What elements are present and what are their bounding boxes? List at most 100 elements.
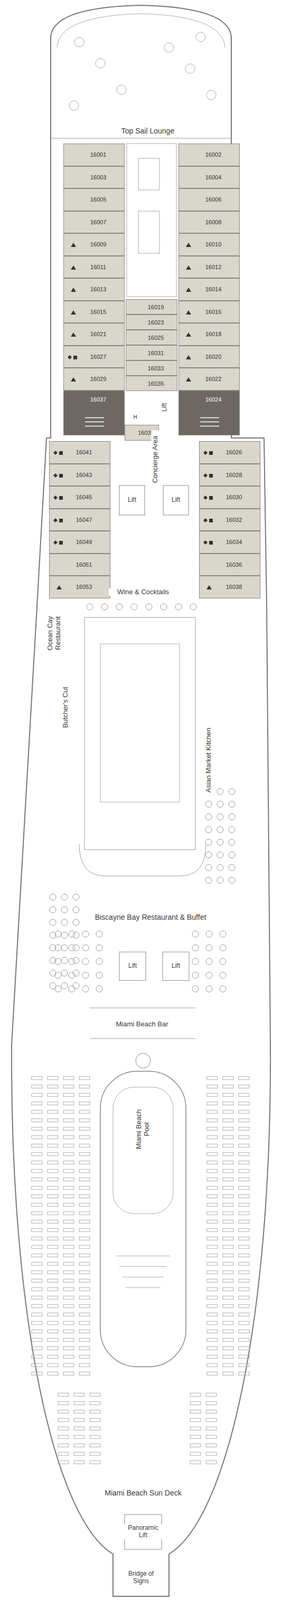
sun-lounger <box>222 1119 234 1123</box>
sun-lounger <box>31 1305 43 1309</box>
wave-symbol <box>199 417 221 431</box>
sun-lounger <box>207 1356 218 1360</box>
sun-lounger <box>79 1296 90 1301</box>
cabin-box: 16016 <box>178 301 240 324</box>
sun-lounger <box>79 1237 90 1242</box>
sun-lounger <box>47 1229 59 1233</box>
sun-lounger <box>222 1246 234 1250</box>
table <box>205 839 212 846</box>
diamond-symbol <box>53 473 58 478</box>
sun-lounger <box>222 1094 234 1098</box>
sun-lounger <box>207 1254 218 1258</box>
table <box>61 932 68 939</box>
sun-lounger <box>238 1347 250 1351</box>
sun-lounger <box>47 1136 59 1140</box>
sun-lounger <box>190 1394 201 1398</box>
sun-lounger <box>47 1144 59 1149</box>
sun-lounger <box>63 1271 74 1275</box>
table <box>61 919 68 927</box>
sun-lounger <box>222 1288 234 1292</box>
sun-lounger <box>222 1195 234 1199</box>
sun-lounger <box>207 1094 218 1098</box>
sun-lounger <box>31 1128 43 1132</box>
table <box>192 972 199 980</box>
area-label: Wine & Cocktails <box>108 588 178 597</box>
sun-lounger <box>222 1330 234 1334</box>
sun-lounger <box>238 1161 250 1165</box>
triangle-symbol <box>70 310 77 315</box>
sun-lounger <box>238 1373 250 1377</box>
sun-lounger <box>47 1296 59 1301</box>
sun-lounger <box>63 1161 74 1165</box>
sun-lounger <box>207 1280 218 1284</box>
cabin-box: 16047 <box>49 509 111 532</box>
table <box>228 852 235 859</box>
cabin-number: 16012 <box>205 264 222 271</box>
table <box>61 983 68 990</box>
table <box>205 972 213 980</box>
table <box>54 945 62 952</box>
cabin-symbol <box>182 264 194 271</box>
triangle-symbol <box>70 332 77 337</box>
sun-lounger <box>79 1085 90 1089</box>
sun-lounger <box>207 1347 218 1351</box>
sun-lounger <box>47 1305 59 1309</box>
sun-lounger <box>47 1085 59 1089</box>
area-label: Asian Market Kitchen <box>204 720 213 801</box>
cabin-box: 16032 <box>199 509 261 532</box>
cabin-symbol <box>67 264 79 271</box>
table <box>68 945 75 952</box>
table <box>205 959 213 966</box>
sun-lounger <box>207 1195 218 1199</box>
cabin-number: 16023 <box>147 319 165 326</box>
sun-lounger <box>31 1330 43 1334</box>
cabin-symbol <box>202 494 215 502</box>
sun-lounger <box>222 1220 234 1225</box>
sun-lounger <box>79 1102 90 1106</box>
buffet-counter <box>79 844 206 877</box>
table <box>72 894 80 901</box>
sun-lounger <box>47 1187 59 1191</box>
sun-lounger <box>79 1356 90 1360</box>
triangle-symbol <box>185 287 192 293</box>
table <box>82 986 89 993</box>
service-room <box>138 211 160 254</box>
sun-lounger <box>79 1229 90 1233</box>
sun-lounger <box>63 1263 74 1267</box>
table <box>228 801 235 808</box>
cabin-number: 16029 <box>90 376 107 383</box>
table <box>192 945 199 952</box>
sun-lounger <box>47 1094 59 1098</box>
table <box>49 919 56 927</box>
sun-lounger <box>31 1263 43 1267</box>
table <box>49 894 56 901</box>
cabin-symbol <box>202 517 215 524</box>
pool-steps <box>116 1256 171 1289</box>
sun-lounger <box>238 1119 250 1123</box>
area-label: Miami Beach Bar <box>107 1021 177 1030</box>
sun-lounger <box>63 1085 74 1089</box>
sun-lounger <box>238 1204 250 1208</box>
sun-lounger <box>205 1394 217 1398</box>
cabin-symbol <box>52 539 65 547</box>
pool-inner <box>113 1087 174 1215</box>
diamond-symbol <box>203 518 208 523</box>
sun-lounger <box>79 1220 90 1225</box>
sun-lounger <box>222 1085 234 1089</box>
triangle-symbol <box>185 332 192 337</box>
area-label: Bridge of Signs <box>125 1571 157 1587</box>
triangle-symbol <box>70 265 77 270</box>
table <box>192 931 199 938</box>
sun-lounger <box>222 1102 234 1106</box>
sun-lounger <box>79 1161 90 1165</box>
sun-lounger <box>238 1094 250 1098</box>
sun-lounger <box>190 1402 201 1406</box>
table <box>68 986 75 993</box>
sun-lounger <box>31 1144 43 1149</box>
lounge-seat <box>95 58 106 69</box>
cabin-number: 16011 <box>90 264 107 271</box>
cabin-number: 16032 <box>226 517 243 524</box>
sun-lounger <box>63 1347 74 1351</box>
wave-symbol <box>83 417 106 431</box>
table <box>130 604 138 611</box>
